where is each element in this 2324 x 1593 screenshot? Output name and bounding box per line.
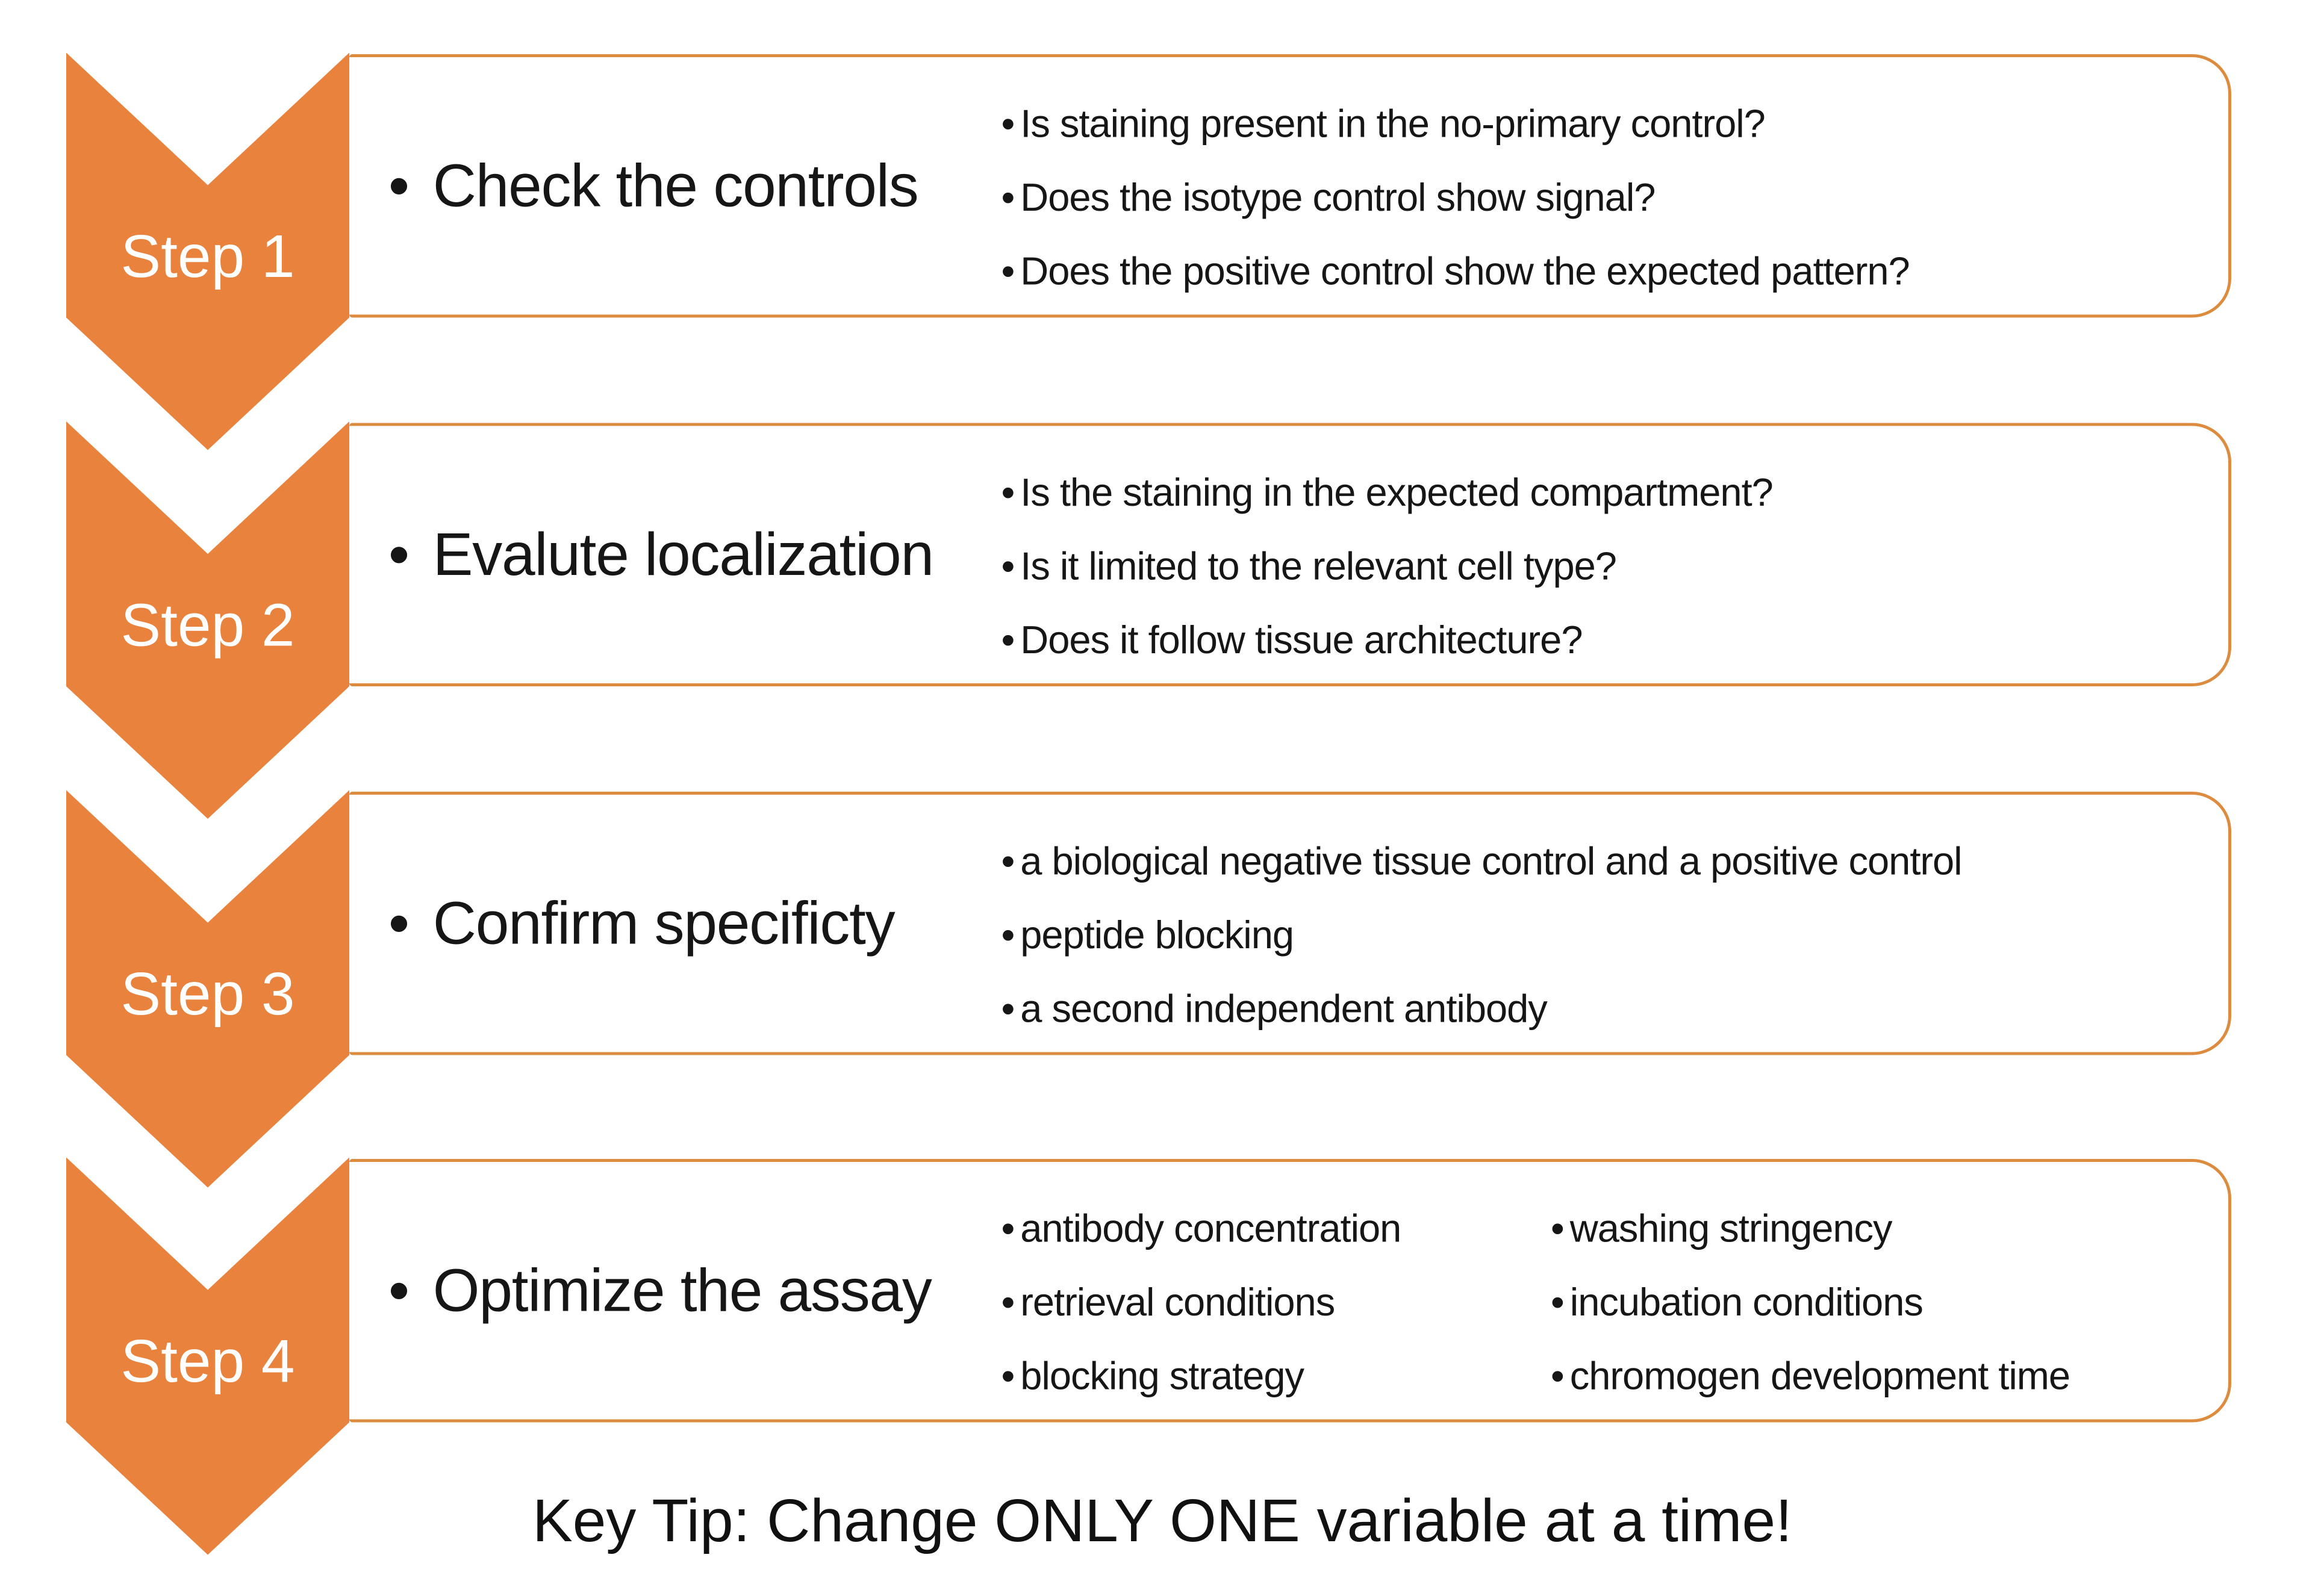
step-4-title: Optimize the assay — [388, 1258, 932, 1324]
step-3-title-wrap: Confirm specificty — [388, 795, 896, 1052]
chevron-down-banner-shape — [66, 790, 349, 1188]
step-1-bullet-list: Is staining present in the no-primary co… — [1002, 104, 2224, 291]
bullet-item: Is staining present in the no-primary co… — [1002, 104, 2224, 143]
step-4-bullet-list-left: antibody concentration retrieval conditi… — [1002, 1209, 1528, 1396]
step-2-card: Evalute localization Is the staining in … — [349, 423, 2231, 686]
step-1-card: Check the controls Is staining present i… — [349, 54, 2231, 318]
step-1-title-wrap: Check the controls — [388, 57, 919, 315]
bullet-item: Does the positive control show the expec… — [1002, 252, 2224, 291]
step-2-label: Step 2 — [120, 593, 295, 659]
bullet-item: retrieval conditions — [1002, 1282, 1528, 1321]
bullet-item: Does the isotype control show signal? — [1002, 178, 2224, 217]
bullet-item: Is it limited to the relevant cell type? — [1002, 547, 2224, 586]
step-1-title: Check the controls — [388, 153, 919, 219]
bullet-item: peptide blocking — [1002, 915, 2224, 954]
step-4-title-wrap: Optimize the assay — [388, 1162, 932, 1420]
step-4-bullet-list-right: washing stringency incubation conditions… — [1551, 1209, 2243, 1396]
key-tip-text: Key Tip: Change ONLY ONE variable at a t… — [532, 1488, 1792, 1555]
bullet-item: antibody concentration — [1002, 1209, 1528, 1248]
chevron-down-banner-shape — [66, 421, 349, 819]
chevron-down-banner-shape — [66, 1157, 349, 1555]
step-2-chevron: Step 2 — [66, 421, 349, 819]
step-2-title: Evalute localization — [388, 521, 934, 588]
step-3-bullet-list: a biological negative tissue control and… — [1002, 842, 2224, 1028]
step-4-card: Optimize the assay antibody concentratio… — [349, 1159, 2231, 1423]
bullet-item: chromogen development time — [1551, 1356, 2243, 1396]
bullet-item: blocking strategy — [1002, 1356, 1528, 1396]
step-2-title-wrap: Evalute localization — [388, 426, 934, 684]
bullet-item: a second independent antibody — [1002, 989, 2224, 1028]
step-3-chevron: Step 3 — [66, 790, 349, 1188]
bullet-item: Does it follow tissue architecture? — [1002, 620, 2224, 659]
bullet-item: incubation conditions — [1551, 1282, 2243, 1321]
step-4-chevron: Step 4 — [66, 1157, 349, 1555]
step-3-label: Step 3 — [120, 961, 295, 1028]
chevron-down-banner-shape — [66, 52, 349, 450]
step-3-title: Confirm specificty — [388, 890, 896, 957]
bullet-item: a biological negative tissue control and… — [1002, 842, 2224, 881]
bullet-item: Is the staining in the expected compartm… — [1002, 473, 2224, 512]
step-4-label: Step 4 — [120, 1329, 295, 1396]
bullet-item: washing stringency — [1551, 1209, 2243, 1248]
step-1-chevron: Step 1 — [66, 52, 349, 450]
step-2-bullet-list: Is the staining in the expected compartm… — [1002, 473, 2224, 659]
step-3-card: Confirm specificty a biological negative… — [349, 792, 2231, 1055]
step-1-label: Step 1 — [120, 224, 295, 291]
